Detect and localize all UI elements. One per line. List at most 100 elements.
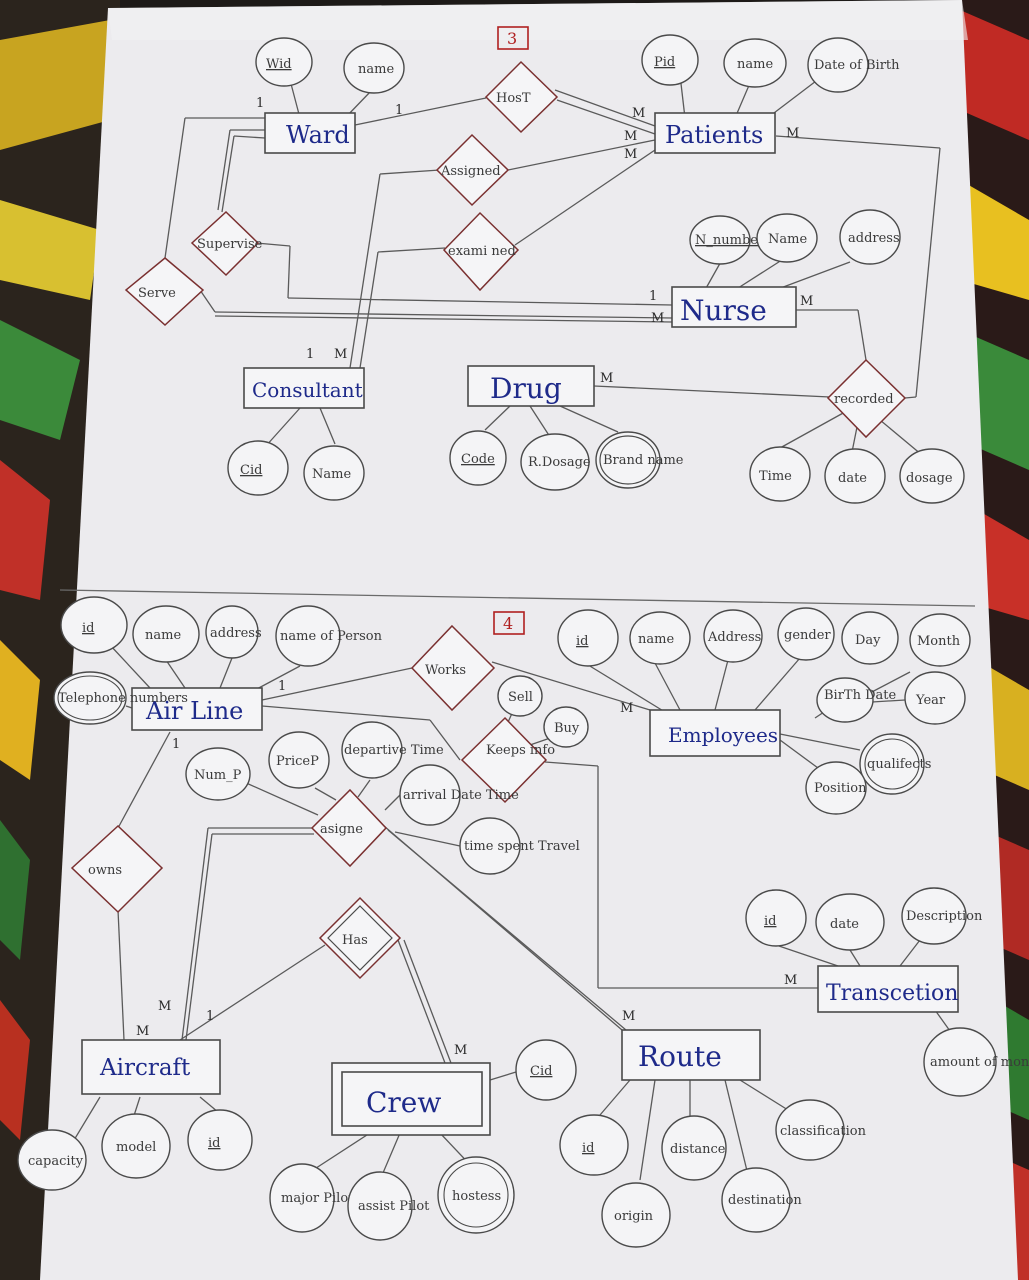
attr-keeps-sell: Sell [497, 675, 543, 717]
relationship-recorded[interactable]: recorded [826, 358, 907, 439]
relationship-owns[interactable]: owns [70, 824, 164, 914]
relationship-assigned[interactable]: Assigned [435, 133, 510, 207]
attr-nurse-number: N_number [689, 215, 765, 265]
attr-emp-birth: BirTh Date [816, 677, 896, 723]
attr-patient-name: name [723, 38, 787, 88]
attr-aircraft-id: id [187, 1109, 253, 1171]
relationship-examined[interactable]: exami ned [442, 211, 520, 292]
svg-text:1: 1 [649, 289, 657, 304]
attr-emp-qualif: qualifects [859, 733, 931, 795]
svg-text:Nurse: Nurse [680, 294, 767, 327]
svg-text:Drug: Drug [490, 372, 562, 405]
attr-airline-address: address [205, 605, 262, 659]
svg-text:Has: Has [342, 933, 368, 948]
svg-text:name of Person: name of Person [280, 629, 383, 644]
svg-text:amount of money: amount of money [930, 1055, 1029, 1070]
svg-text:M: M [136, 1024, 149, 1039]
attr-emp-address: Address [703, 609, 763, 663]
svg-text:R.Dosage: R.Dosage [528, 455, 591, 470]
relationship-keeps-info[interactable]: Keeps info [460, 716, 555, 804]
svg-text:id: id [764, 914, 776, 929]
attr-drug-code: Code [449, 430, 507, 486]
svg-text:Consultant: Consultant [252, 378, 363, 402]
svg-text:Wid: Wid [266, 57, 292, 72]
svg-text:id: id [82, 621, 94, 636]
svg-text:M: M [624, 147, 637, 162]
svg-text:address: address [848, 231, 900, 246]
svg-text:asigne: asigne [320, 822, 363, 837]
svg-text:M: M [651, 311, 664, 326]
svg-text:Cid: Cid [240, 463, 262, 478]
attr-route-destination: destination [721, 1167, 802, 1233]
svg-text:Month: Month [917, 634, 961, 649]
attr-aircraft-model: model [101, 1113, 171, 1179]
svg-text:owns: owns [88, 863, 122, 878]
svg-text:destination: destination [728, 1193, 802, 1208]
entity-airline[interactable]: Air Line [131, 687, 263, 731]
attr-route-classification: classification [775, 1099, 867, 1161]
attr-emp-month: Month [909, 613, 971, 667]
attr-asigne-depart: departive Time [341, 721, 444, 779]
cardinalities-3: 1 1 M M M M 1 M 1 M M M [256, 96, 813, 386]
svg-text:assist Pilot: assist Pilot [358, 1199, 430, 1214]
cardinalities-4: 1 M 1 M M 1 M M M [136, 679, 797, 1058]
section-divider [59, 589, 976, 607]
entity-transaction[interactable]: Transcetion [817, 965, 959, 1013]
entity-nurse[interactable]: Nurse [671, 286, 797, 328]
svg-text:Employees: Employees [668, 723, 778, 747]
relationship-works[interactable]: Works [410, 624, 496, 712]
relationship-has[interactable]: Has [318, 896, 402, 980]
attr-nurse-address: address [839, 209, 901, 265]
svg-text:M: M [622, 1009, 635, 1024]
attr-crew-hostess: hostess [437, 1156, 515, 1234]
svg-text:model: model [116, 1140, 156, 1155]
section-3-tag: 3 [497, 26, 529, 50]
entity-consultant[interactable]: Consultant [243, 367, 365, 409]
attr-consultant-name: Name [303, 445, 365, 501]
svg-text:exami ned: exami ned [448, 244, 516, 259]
section-4-tag: 4 [493, 611, 525, 635]
svg-text:capacity: capacity [28, 1154, 84, 1169]
attr-ward-id: Wid [255, 37, 313, 87]
svg-text:id: id [582, 1141, 594, 1156]
attr-crew-cid: Cid [515, 1039, 577, 1101]
svg-text:arrival Date Time: arrival Date Time [403, 788, 519, 803]
svg-text:M: M [600, 371, 613, 386]
svg-text:hostess: hostess [452, 1189, 501, 1204]
relationship-asigne[interactable]: asigne [310, 788, 388, 868]
keeps-info-label: Keeps info [486, 743, 555, 758]
svg-text:Ward: Ward [286, 121, 350, 149]
svg-text:BirTh Date: BirTh Date [824, 688, 896, 703]
entity-employees[interactable]: Employees [649, 709, 781, 757]
svg-text:Transcetion: Transcetion [826, 981, 958, 1006]
svg-text:Patients: Patients [665, 121, 763, 149]
attr-drug-rdosage: R.Dosage [520, 433, 591, 491]
svg-text:1: 1 [172, 737, 180, 752]
entity-crew[interactable]: Crew [331, 1062, 491, 1136]
relationship-serve[interactable]: Serve [124, 257, 205, 327]
attr-patient-dob: Date of Birth [807, 37, 900, 93]
entity-route[interactable]: Route [621, 1029, 761, 1081]
attr-airline-phone: Telephone numbers [53, 671, 188, 725]
svg-text:recorded: recorded [834, 392, 894, 407]
entity-patients[interactable]: Patients [654, 112, 776, 154]
attr-keeps-buy: Buy [543, 706, 589, 748]
attr-emp-gender: gender [777, 607, 835, 661]
attr-emp-day: Day [841, 611, 899, 665]
svg-text:Keeps info: Keeps info [486, 743, 555, 758]
attr-aircraft-capacity: capacity [17, 1129, 87, 1191]
relationship-host[interactable]: HosT [484, 60, 559, 134]
svg-text:id: id [576, 634, 588, 649]
entity-drug[interactable]: Drug [467, 365, 595, 407]
attr-recorded-time: Time [749, 446, 811, 502]
svg-text:Telephone numbers: Telephone numbers [58, 691, 188, 706]
diagram-3-connectors [164, 74, 941, 456]
svg-text:Year: Year [915, 693, 946, 708]
svg-text:Pid: Pid [654, 55, 675, 70]
entity-ward[interactable]: Ward [264, 112, 356, 154]
entity-aircraft[interactable]: Aircraft [81, 1039, 221, 1095]
svg-text:M: M [454, 1043, 467, 1058]
svg-text:classification: classification [780, 1124, 867, 1139]
relationship-supervise[interactable]: Supervise [190, 210, 263, 277]
